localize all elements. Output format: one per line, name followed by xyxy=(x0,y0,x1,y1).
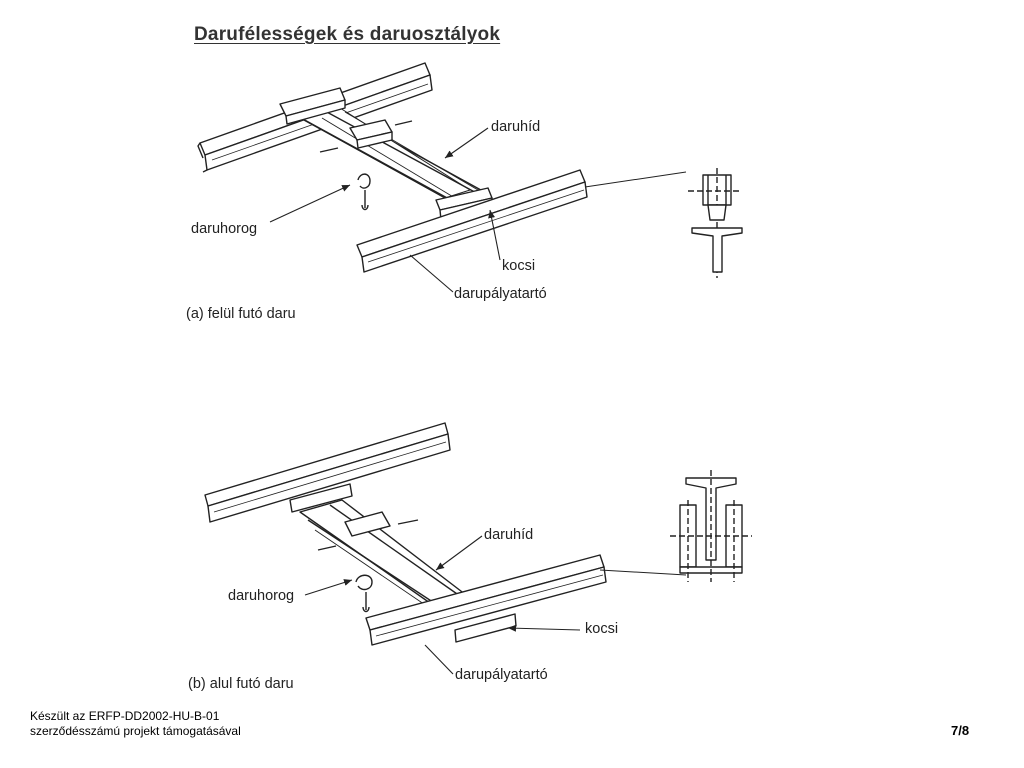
diagram-a-section xyxy=(584,168,743,278)
diagram-b-back-runway-girder xyxy=(204,422,451,523)
diagram-b xyxy=(204,422,752,675)
diagram-a-front-runway-girder xyxy=(356,169,588,273)
footer-line-2: szerződésszámú projekt támogatásával xyxy=(30,724,241,738)
diagram-a-caption: (a) felül futó daru xyxy=(186,306,296,322)
footer-credit: Készült az ERFP-DD2002-HU-B-01 szerződés… xyxy=(30,709,241,739)
diagram-a-label-hook: daruhorog xyxy=(191,221,257,237)
diagram-b-trolley xyxy=(317,511,419,551)
diagram-a xyxy=(197,62,743,293)
diagram-b-label-hook: daruhorog xyxy=(228,588,294,604)
diagram-a-leaders xyxy=(269,127,501,293)
diagram-b-carriage-back xyxy=(289,483,353,513)
diagram-b-caption: (b) alul futó daru xyxy=(188,676,294,692)
diagram-a-trolley xyxy=(319,119,413,153)
diagram-a-hook xyxy=(357,173,371,211)
diagram-b-label-bridge: daruhíd xyxy=(484,527,533,543)
diagram-b-hook xyxy=(355,574,373,613)
diagram-b-label-trolley: kocsi xyxy=(585,621,618,637)
slide-title: Darufélességek és daruosztályok xyxy=(194,24,501,45)
diagram-b-section xyxy=(599,470,752,582)
diagram-b-front-runway-girder xyxy=(365,554,607,646)
diagram-a-label-bridge: daruhíd xyxy=(491,119,540,135)
diagram-a-bridge xyxy=(282,99,491,206)
diagram-a-label-trolley: kocsi xyxy=(502,258,535,274)
diagram-b-label-runway: darupályatartó xyxy=(455,667,548,683)
page-number: 7/8 xyxy=(951,723,970,738)
footer-line-1: Készült az ERFP-DD2002-HU-B-01 xyxy=(30,709,220,723)
diagram-b-leaders xyxy=(304,535,581,675)
crane-diagrams: daruhíd daruhorog kocsi darupályatartó (… xyxy=(186,62,752,692)
diagram-a-end-carriage-back xyxy=(279,87,346,125)
diagram-a-label-runway: darupályatartó xyxy=(454,286,547,302)
